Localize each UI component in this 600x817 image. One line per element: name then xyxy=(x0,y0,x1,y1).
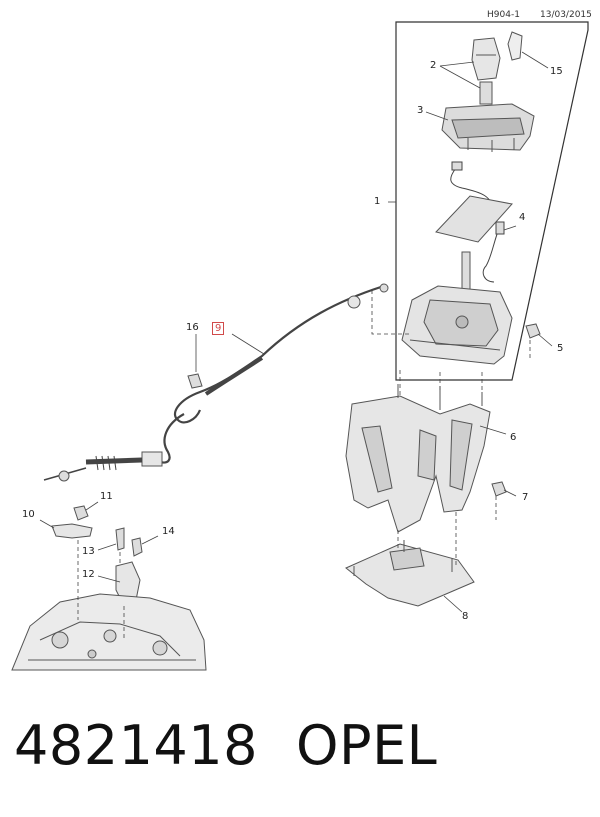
leader-lines xyxy=(39,51,553,613)
diagram-date: 13/03/2015 xyxy=(540,10,592,20)
callout-15: 15 xyxy=(550,66,563,77)
nut-11 xyxy=(73,505,89,521)
callout-9: 9 xyxy=(212,322,225,335)
alignment-lines xyxy=(77,290,531,640)
callout-4: 4 xyxy=(519,212,526,223)
assembly-group-outline xyxy=(395,21,589,381)
callout-11: 11 xyxy=(100,491,113,502)
nut-7 xyxy=(491,481,507,497)
bolt-13 xyxy=(115,527,125,551)
callout-13: 13 xyxy=(82,546,95,557)
shifter-base xyxy=(401,285,513,365)
shift-cable xyxy=(43,283,389,482)
callout-10: 10 xyxy=(22,509,35,520)
cable-bracket xyxy=(51,523,93,539)
shifter-bracket xyxy=(345,384,491,533)
callout-6: 6 xyxy=(510,432,517,443)
callout-14: 14 xyxy=(162,526,175,537)
callout-12: 12 xyxy=(82,569,95,580)
callout-3: 3 xyxy=(417,105,424,116)
diagram-code: H904-1 xyxy=(487,10,520,20)
callout-5: 5 xyxy=(557,343,564,354)
callout-7: 7 xyxy=(522,492,529,503)
trim-bezel xyxy=(441,103,535,152)
callout-16: 16 xyxy=(186,322,199,333)
callout-1: 1 xyxy=(374,196,381,207)
brand-name: OPEL xyxy=(296,714,438,777)
indicator-plate xyxy=(435,195,513,243)
clip-16 xyxy=(187,373,203,389)
part-number: 4821418 xyxy=(14,714,258,777)
transmission-housing xyxy=(11,593,207,671)
nut-5 xyxy=(525,323,541,339)
mounting-bracket xyxy=(345,540,475,607)
exploded-parts-diagram xyxy=(11,21,589,671)
callout-8: 8 xyxy=(462,611,469,622)
bolt-14 xyxy=(131,537,143,557)
shift-knob xyxy=(471,31,523,105)
callout-2: 2 xyxy=(430,60,437,71)
